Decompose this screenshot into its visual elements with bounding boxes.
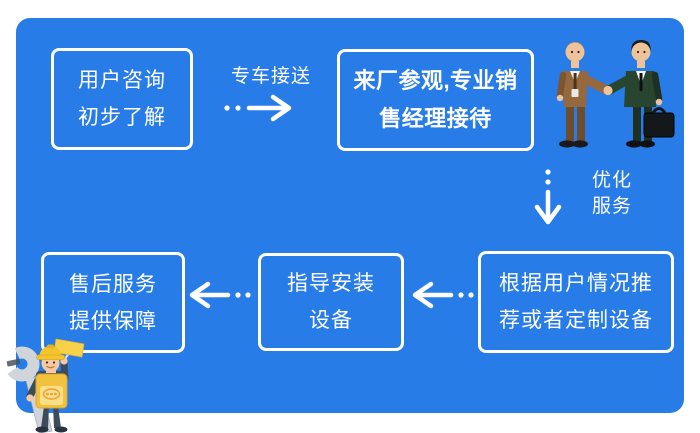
step-box-install-guide: 指导安装 设备 bbox=[258, 253, 404, 351]
step-box-line: 用户咨询 bbox=[78, 69, 166, 92]
briefcase bbox=[643, 112, 675, 138]
step-box-aftersale-service: 售后服务 提供保障 bbox=[41, 252, 185, 353]
arrow-left-icon bbox=[412, 281, 474, 309]
step-box-line: 售经理接待 bbox=[379, 106, 492, 131]
step-box-line: 根据用户情况推 bbox=[499, 272, 653, 295]
right-man-hair bbox=[631, 40, 651, 52]
connector-label-line: 优化 bbox=[592, 170, 633, 191]
step-box-factory-visit: 来厂参观,专业销 售经理接待 bbox=[337, 49, 534, 151]
step-box-line: 设备 bbox=[309, 309, 353, 332]
arrow-down-icon bbox=[534, 169, 562, 225]
handshake-hands bbox=[603, 85, 613, 96]
step-box-line: 来厂参观,专业销 bbox=[353, 68, 518, 93]
step-box-line: 提供保障 bbox=[69, 309, 157, 333]
arrow-left-icon bbox=[189, 281, 251, 309]
connector-label-optimize: 优化 服务 bbox=[592, 168, 632, 220]
left-man-leg bbox=[566, 103, 574, 143]
service-worker-illustration bbox=[4, 338, 85, 433]
connector-label-line: 服务 bbox=[592, 196, 633, 217]
step-box-line: 售后服务 bbox=[69, 272, 157, 296]
businessmen-handshake-illustration bbox=[556, 40, 675, 148]
step-box-recommend-equipment: 根据用户情况推 荐或者定制设备 bbox=[478, 251, 674, 353]
step-box-line: 荐或者定制设备 bbox=[499, 309, 653, 332]
connector-label-pickup: 专车接送 bbox=[230, 66, 311, 87]
step-box-line: 指导安装 bbox=[287, 272, 375, 295]
hard-hat-icon bbox=[36, 344, 65, 360]
arrow-right-icon bbox=[224, 94, 292, 122]
step-box-line: 初步了解 bbox=[78, 106, 166, 129]
step-box-user-consult: 用户咨询 初步了解 bbox=[51, 48, 193, 150]
